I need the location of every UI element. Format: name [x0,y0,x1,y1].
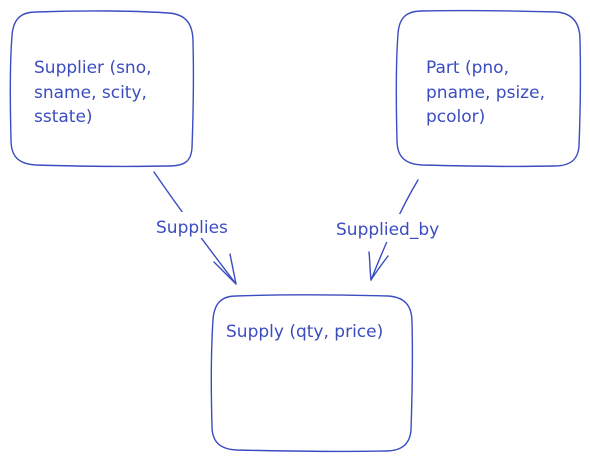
entity-supply[interactable]: Supply (qty, price) [210,294,414,453]
relationship-supplies-label: Supplies [156,218,228,238]
relationship-supplied-by-arrowhead [368,251,389,281]
entity-supply-line-1: Supply (qty, price) [226,322,383,342]
entity-supplier[interactable]: Supplier (sno, sname, scity, sstate) [9,10,195,168]
entity-supplier-line-2: sname, scity, [34,83,147,103]
relationship-supplies-label-bg [152,212,236,238]
relationship-supplied-by-label-bg [332,214,452,242]
relationship-supplied-by[interactable]: Supplied_by [332,179,452,281]
relationship-supplies-arrowhead [213,253,237,285]
entity-supply-box [210,294,414,453]
entity-supplier-line-3: sstate) [34,107,93,127]
entity-supplier-line-1: Supplier (sno, [34,58,152,78]
relationship-supplies[interactable]: Supplies [152,171,237,285]
entity-supplier-box [9,10,195,168]
entity-part-line-3: pcolor) [426,107,485,127]
entity-part[interactable]: Part (pno, pname, psize, pcolor) [395,9,582,168]
relationship-supplied-by-label: Supplied_by [336,220,439,240]
entity-part-line-2: pname, psize, [426,83,545,103]
entity-part-box [395,9,582,168]
entity-part-line-1: Part (pno, [426,58,509,78]
